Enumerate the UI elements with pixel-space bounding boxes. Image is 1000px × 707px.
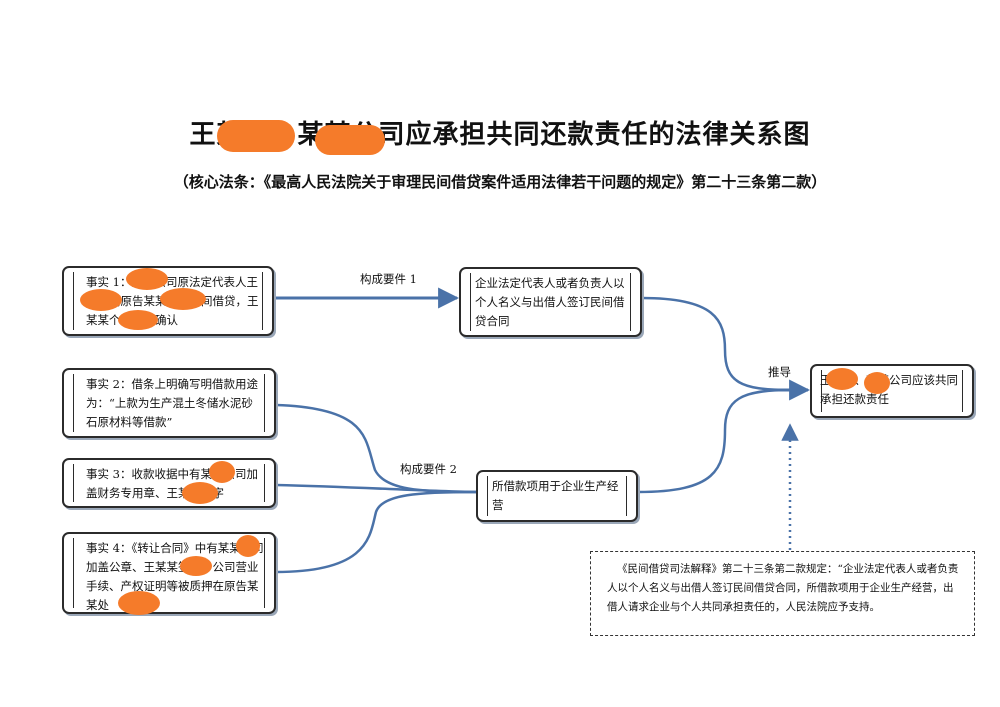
link-fact2-element2: [275, 403, 477, 494]
redaction-mark: [160, 288, 206, 310]
redaction-mark: [864, 372, 890, 394]
link-fact3-element2: [275, 483, 477, 494]
link-element1-inference: [641, 296, 791, 392]
fact-box-3: 事实 3：收款收据中有某某公司加盖财务专用章、王某某签字: [62, 458, 276, 508]
link-element2-inference: [637, 388, 791, 494]
redaction-mark: [118, 591, 160, 615]
fact-box-4: 事实 4：《转让合同》中有某某公司加盖公章、王某某签字；公司营业手续、产权证明等…: [62, 532, 276, 614]
element-label-2: 构成要件 2: [400, 462, 457, 476]
redaction-mark: [126, 268, 168, 290]
redaction-mark: [182, 482, 218, 504]
element-text: 所借款项用于企业生产经营: [492, 479, 619, 512]
statute-note: 《民间借贷司法解释》第二十三条第二款规定：“企业法定代表人或者负责人以个人名义与…: [590, 551, 975, 636]
link-fact4-element2: [275, 490, 477, 574]
fact-box-2: 事实 2：借条上明确写明借款用途为：“上款为生产混土冬储水泥砂石原材料等借款”: [62, 368, 276, 438]
redaction-mark: [118, 310, 158, 330]
element-box-1: 企业法定代表人或者负责人以个人名义与出借人签订民间借贷合同: [459, 267, 642, 337]
fact-text: 事实 2：借条上明确写明借款用途为：“上款为生产混土冬储水泥砂石原材料等借款”: [86, 377, 258, 429]
page-subtitle: （核心法条：《最高人民法院关于审理民间借贷案件适用法律若干问题的规定》第二十三条…: [173, 173, 827, 191]
element-text: 企业法定代表人或者负责人以个人名义与出借人签订民间借贷合同: [475, 276, 625, 328]
redaction-mark: [80, 289, 122, 311]
redaction-mark: [180, 556, 212, 576]
redaction-mark: [826, 368, 858, 390]
inference-label: 推导: [768, 365, 791, 379]
redaction-mark: [217, 120, 295, 152]
fact-text: 事实 4：《转让合同》中有某某公司加盖公章、王某某签字；公司营业手续、产权证明等…: [86, 541, 264, 612]
redaction-mark: [236, 535, 260, 557]
element-box-2: 所借款项用于企业生产经营: [476, 470, 638, 522]
element-label-1: 构成要件 1: [360, 272, 417, 286]
fact-text: 事实 3：收款收据中有某某公司加盖财务专用章、王某某签字: [86, 467, 258, 500]
redaction-mark: [315, 125, 385, 155]
redaction-mark: [209, 461, 235, 483]
